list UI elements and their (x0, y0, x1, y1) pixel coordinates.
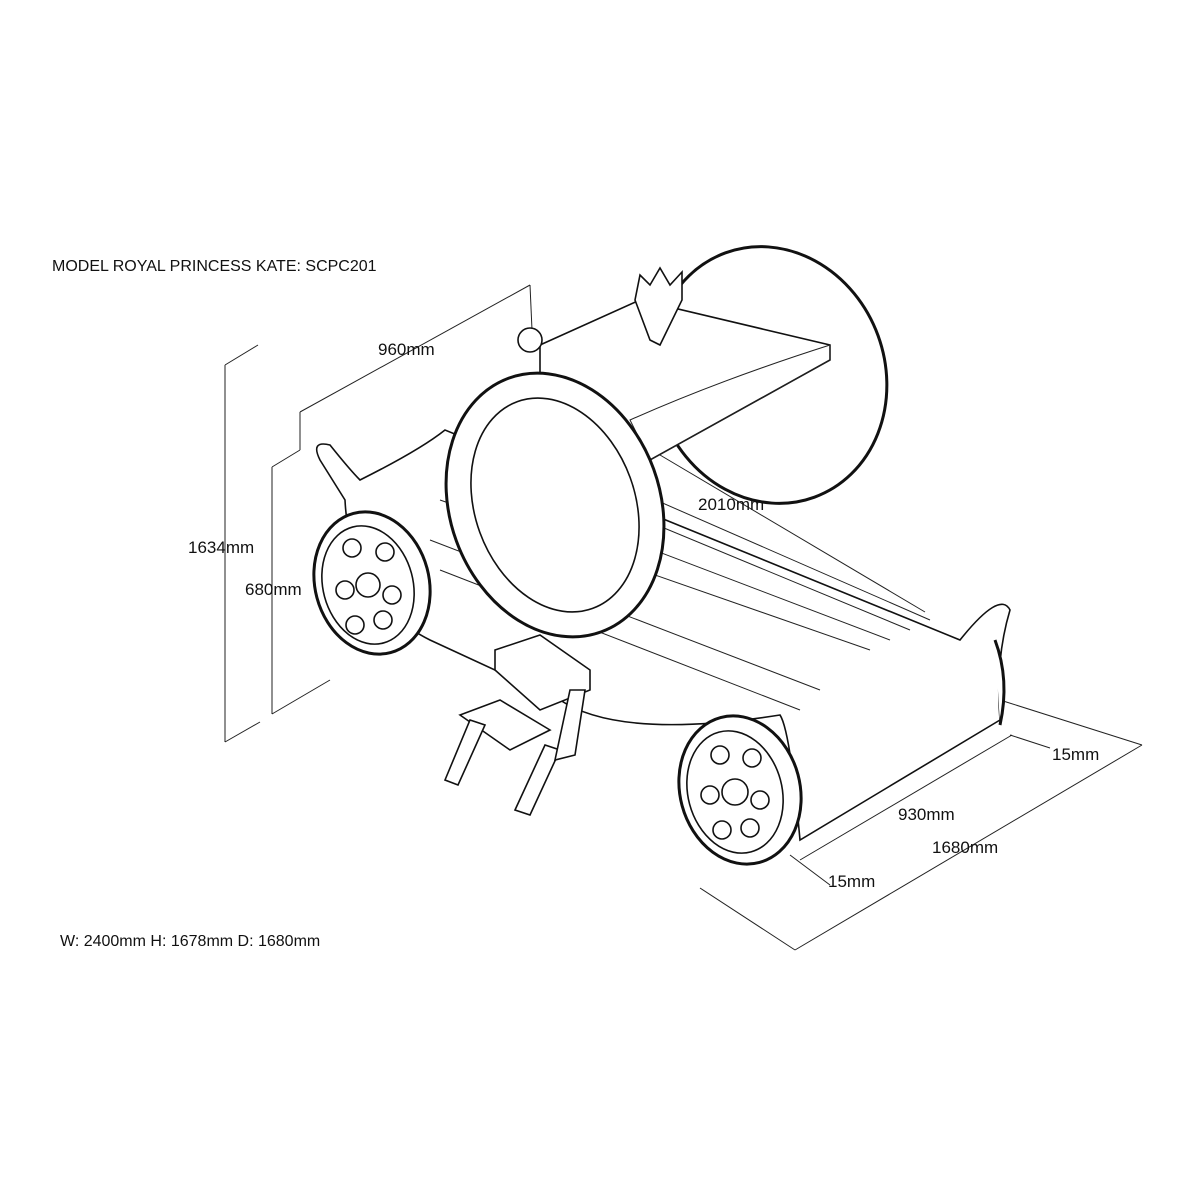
dim-offset-bottom: 15mm (828, 872, 876, 891)
wheel-front-left (312, 510, 432, 656)
overall-dimensions: W: 2400mm H: 1678mm D: 1680mm (60, 933, 321, 950)
dim-height-side: 680mm (245, 580, 302, 599)
dim-offset-right: 15mm (1052, 745, 1100, 764)
dim-height-total: 1634mm (188, 538, 255, 557)
knob (517, 327, 543, 353)
wheel-rear (993, 639, 1006, 726)
dim-length-mattress: 2010mm (698, 495, 765, 514)
ladder (443, 634, 591, 816)
crown-decoration (634, 266, 683, 347)
dimension-lines (224, 284, 1143, 951)
model-title: MODEL ROYAL PRINCESS KATE: SCPC201 (52, 258, 377, 275)
dim-depth-total: 1680mm (932, 838, 999, 857)
dim-width-top: 960mm (378, 340, 435, 359)
front-ring-inner (470, 397, 640, 613)
curtain (629, 344, 831, 461)
wheel-front-right (677, 714, 803, 866)
dim-depth-inner: 930mm (898, 805, 955, 824)
bed-body (315, 429, 1011, 842)
